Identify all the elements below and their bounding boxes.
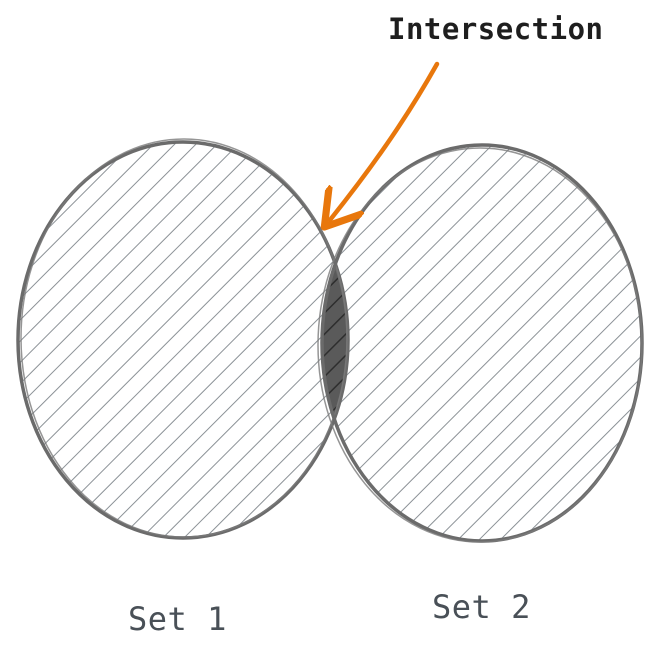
set-1-label: Set 1 bbox=[128, 600, 227, 638]
intersection-label: Intersection bbox=[388, 12, 604, 46]
set-1-outline bbox=[16, 140, 350, 540]
set-1-region bbox=[18, 142, 348, 538]
intersection-arrow bbox=[330, 61, 440, 220]
set-2-region bbox=[322, 145, 642, 541]
set-2-label: Set 2 bbox=[432, 588, 531, 626]
